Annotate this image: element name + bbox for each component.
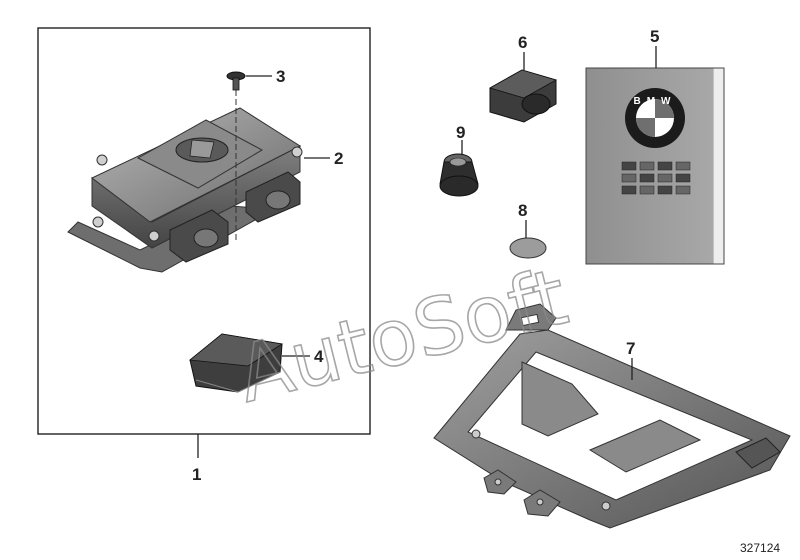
screw-part[interactable] <box>226 71 246 240</box>
control-unit-part[interactable] <box>67 107 303 273</box>
callout-8[interactable]: 8 <box>518 201 527 220</box>
callout-2[interactable]: 2 <box>334 149 343 168</box>
cap-part[interactable] <box>488 69 558 123</box>
plug-part[interactable] <box>439 153 479 197</box>
flag-grid-icon <box>621 161 691 195</box>
callout-6[interactable]: 6 <box>518 33 527 52</box>
bracket-part[interactable] <box>433 303 791 529</box>
callout-1[interactable]: 1 <box>192 465 201 484</box>
booklet-part[interactable]: BMW <box>585 67 725 265</box>
reference-number: 327124 <box>740 541 780 555</box>
callout-7[interactable]: 7 <box>626 339 635 358</box>
callout-4[interactable]: 4 <box>314 347 324 366</box>
disc-part[interactable] <box>509 237 547 259</box>
badge-letters: BMW <box>634 96 677 107</box>
kit-frame <box>37 27 371 435</box>
callout-3[interactable]: 3 <box>276 67 285 86</box>
bmw-logo-icon: BMW <box>625 88 685 148</box>
key-fob-part[interactable] <box>188 333 284 393</box>
callout-9[interactable]: 9 <box>456 123 465 142</box>
callout-5[interactable]: 5 <box>650 27 659 46</box>
